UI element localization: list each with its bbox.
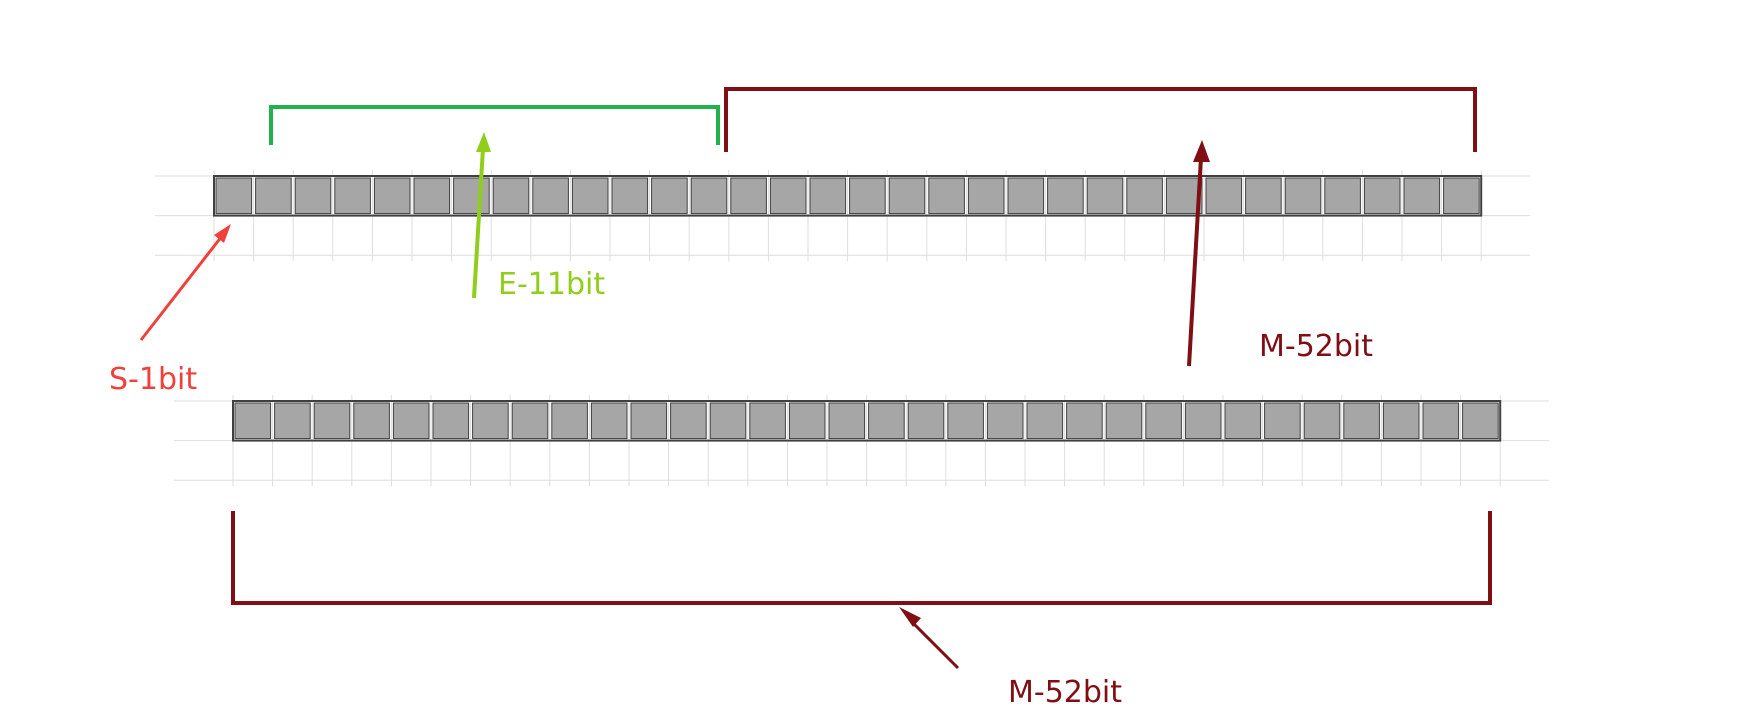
sign-label: S-1bit xyxy=(109,362,197,397)
mantissa-arrow-bottom xyxy=(899,607,960,670)
bit-cell xyxy=(849,177,886,215)
bit-cell xyxy=(928,177,965,215)
mantissa-arrow-top xyxy=(1187,140,1210,367)
bit-cell xyxy=(1264,402,1301,440)
bit-cell xyxy=(828,402,866,440)
sign-arrow xyxy=(139,224,231,341)
bit-cell xyxy=(1245,177,1282,215)
bit-row-frame xyxy=(232,400,1502,442)
bit-cell xyxy=(1382,402,1420,440)
mantissa-label-top: M-52bit xyxy=(1259,329,1373,364)
mantissa-bracket-top xyxy=(724,87,1477,152)
bit-cell xyxy=(1343,402,1380,440)
bit-cell xyxy=(788,402,826,440)
bit-cell xyxy=(255,177,292,215)
bit-cell xyxy=(215,177,253,215)
bit-cell xyxy=(986,402,1024,440)
bit-cell xyxy=(888,177,926,215)
bit-cell xyxy=(1422,402,1460,440)
exponent-label: E-11bit xyxy=(498,267,605,302)
bit-cell xyxy=(453,177,490,215)
bit-cell xyxy=(511,402,549,440)
bit-cell xyxy=(1086,177,1124,215)
bit-cell xyxy=(472,402,509,440)
bit-cell xyxy=(611,177,649,215)
bit-cell xyxy=(709,402,747,440)
bit-cell xyxy=(1462,402,1499,440)
exponent-bracket xyxy=(269,105,720,145)
bit-cell xyxy=(1007,177,1045,215)
bit-cell xyxy=(1126,177,1163,215)
mantissa-bracket-bottom xyxy=(231,511,1492,605)
bit-cell xyxy=(1324,177,1361,215)
bit-cell xyxy=(532,177,569,215)
bit-cell xyxy=(432,402,470,440)
bit-cell xyxy=(1303,402,1341,440)
bit-cell xyxy=(1026,402,1064,440)
bit-cell xyxy=(373,177,411,215)
bit-cell xyxy=(1284,177,1322,215)
bit-cell xyxy=(392,402,430,440)
bit-row-double-layout xyxy=(213,175,1483,217)
bit-cell xyxy=(274,402,311,440)
bit-cell xyxy=(551,402,588,440)
bit-cell xyxy=(1047,177,1084,215)
bit-cell xyxy=(1443,177,1480,215)
bit-cell xyxy=(492,177,530,215)
bit-cell xyxy=(1165,177,1203,215)
bit-cell xyxy=(809,177,847,215)
bit-cell xyxy=(1066,402,1103,440)
bit-cell xyxy=(313,402,351,440)
bit-cell xyxy=(1205,177,1243,215)
bit-cell xyxy=(1145,402,1182,440)
mantissa-label-bottom: M-52bit xyxy=(1008,675,1122,710)
bit-cell xyxy=(1363,177,1401,215)
bit-cell xyxy=(234,402,272,440)
bit-cell xyxy=(670,402,707,440)
bit-row-frame xyxy=(213,175,1483,217)
bit-cell xyxy=(947,402,984,440)
bit-cell xyxy=(590,402,628,440)
bit-cell xyxy=(413,177,451,215)
bit-cell xyxy=(1105,402,1143,440)
bit-cell xyxy=(769,177,807,215)
bit-cell xyxy=(571,177,609,215)
bit-row-mantissa xyxy=(232,400,1502,442)
bit-cell xyxy=(907,402,945,440)
exponent-arrow xyxy=(472,132,491,299)
bit-cell xyxy=(730,177,767,215)
bit-cell xyxy=(630,402,668,440)
bit-cell xyxy=(1403,177,1441,215)
bit-cell xyxy=(1184,402,1222,440)
bit-cell xyxy=(294,177,332,215)
bit-cell xyxy=(690,177,728,215)
bit-cell xyxy=(1224,402,1262,440)
bit-cell xyxy=(353,402,390,440)
bit-cell xyxy=(749,402,786,440)
bit-cell xyxy=(651,177,688,215)
bit-cell xyxy=(967,177,1005,215)
bit-cell xyxy=(334,177,371,215)
bit-cell xyxy=(868,402,905,440)
